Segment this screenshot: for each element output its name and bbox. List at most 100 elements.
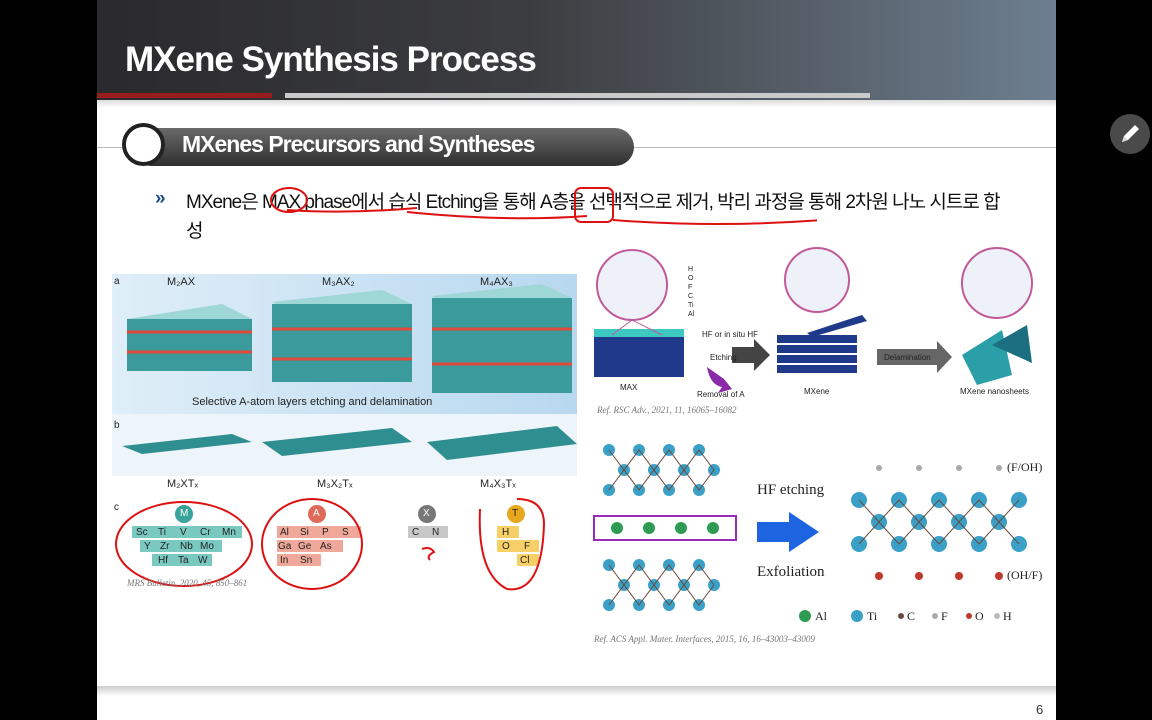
legend-al: Al [688, 311, 695, 318]
process-arrow [757, 512, 819, 552]
right-bottom-graphic [593, 444, 1027, 622]
element-table-t [497, 505, 539, 566]
legend-al-dot [799, 610, 811, 622]
removal-arrow [707, 367, 732, 393]
element-cr: Cr [200, 527, 211, 538]
annotation-scribble-x [421, 547, 436, 561]
etching-caption: Selective A-atom layers etching and dela… [192, 396, 433, 408]
zoom-circle-mxene [784, 247, 850, 313]
label-m3x2t: M₃X₂Tₓ [317, 478, 353, 490]
legend-o-dot [966, 613, 972, 619]
left-figure-reference: MRS Bulletin, 2020, 45, 850–861 [127, 578, 248, 588]
etching-arrow [732, 339, 770, 371]
element-ta: Ta [178, 555, 189, 566]
legend-ti-dot [851, 610, 863, 622]
left-figure: a b c M₂AX M₃AX₂ M₄AX₃ Selective A-atom … [112, 274, 577, 599]
annotation-circle-a [261, 498, 363, 590]
element-zr: Zr [160, 541, 170, 552]
annotation-circle-m [115, 501, 253, 587]
element-ti: Ti [158, 527, 166, 538]
footer-shadow [97, 686, 1056, 696]
label-m4x3t: M₄X₃Tₓ [480, 478, 516, 490]
title-rule-grey [285, 93, 870, 98]
group-label-t: T [512, 508, 519, 519]
legend-ti: Ti [688, 302, 694, 309]
legend-o-label: O [975, 609, 984, 623]
legend-h: H [688, 266, 694, 273]
label-removal: Removal of A [697, 390, 745, 399]
element-ga: Ga [278, 541, 292, 552]
annotation-box-a [574, 187, 614, 223]
element-nb: Nb [180, 541, 193, 552]
bullet-marker: » [155, 188, 166, 209]
element-y: Y [144, 541, 151, 552]
group-label-a: A [313, 508, 320, 519]
legend-f-label: F [941, 609, 948, 623]
crystal-m3ax2 [272, 290, 412, 382]
element-al: Al [280, 527, 289, 538]
mxene-lattice [851, 465, 1027, 580]
element-mo: Mo [200, 541, 214, 552]
legend-o: O [688, 275, 694, 282]
right-top-reference: Ref. RSC Adv., 2021, 11, 16065–16082 [597, 405, 737, 415]
element-mn: Mn [222, 527, 236, 538]
element-f: F [524, 541, 531, 552]
right-bottom-reference: Ref. ACS Appl. Mater. Interfaces, 2015, … [594, 634, 815, 644]
al-layer-box [593, 515, 737, 541]
legend-c-dot [898, 613, 904, 619]
label-delamination: Delamination [884, 353, 931, 362]
slide-title: MXene Synthesis Process [125, 40, 537, 79]
annotation-circle-max [270, 187, 308, 213]
legend-h-label: H [1003, 609, 1012, 623]
slide: MXene Synthesis Process MXenes Precursor… [97, 0, 1056, 720]
element-si: Si [300, 527, 309, 538]
page-number: 6 [1036, 702, 1044, 717]
zoom-circle-nanosheets [961, 247, 1033, 319]
annotation-underline-3 [612, 219, 817, 225]
label-max: MAX [620, 383, 638, 392]
element-p: P [322, 527, 329, 538]
panel-tag-b: b [114, 420, 120, 431]
element-h: H [502, 527, 510, 538]
element-w: W [198, 555, 208, 566]
annotation-underline-1 [286, 207, 418, 213]
label-m2xt: M₂XTₓ [167, 478, 199, 490]
legend-c-label: C [907, 609, 916, 623]
element-table-m [132, 505, 242, 566]
exfoliation-label: Exfoliation [757, 564, 825, 580]
element-sn: Sn [300, 555, 313, 566]
panel-tag-a: a [114, 276, 120, 287]
crystal-m4ax3 [432, 284, 572, 393]
delamination-arrow [877, 341, 952, 373]
flake-m3x2t [262, 428, 412, 456]
handwriting-annotations [270, 187, 817, 225]
pen-icon [1122, 125, 1139, 142]
max-block [594, 337, 684, 377]
label-nanosheets: MXene nanosheets [960, 387, 1029, 396]
max-lattice-top [603, 444, 720, 496]
flake-m2xt [122, 434, 252, 454]
annotation-underline-2 [406, 211, 588, 220]
element-ge: Ge [298, 541, 312, 552]
section-title: MXenes Precursors and Syntheses [182, 131, 535, 157]
label-mxene: MXene [804, 387, 830, 396]
label-hf: HF or in situ HF [702, 330, 759, 339]
section-header [132, 128, 634, 166]
label-m3ax2: M₃AX₂ [322, 276, 355, 288]
label-etching: Etching [710, 353, 737, 362]
f-oh-top-label: (F/OH) [1007, 460, 1043, 474]
title-bar: MXene Synthesis Process [97, 0, 1056, 100]
nanosheet-2 [992, 325, 1032, 363]
pen-tool-button[interactable] [1110, 114, 1150, 154]
flake-m4x3t [427, 426, 577, 460]
title-rule-red [97, 93, 272, 98]
crystal-m2ax [127, 304, 252, 371]
element-o: O [502, 541, 510, 552]
right-bottom-figure: HF etching Exfoliation (F/OH) (OH/F) Al … [589, 440, 1049, 650]
legend-f-dot [932, 613, 938, 619]
element-table-a [277, 505, 361, 566]
element-c: C [412, 527, 420, 538]
element-as: As [320, 541, 332, 552]
right-top-graphic [594, 247, 1033, 393]
element-in: In [280, 555, 289, 566]
